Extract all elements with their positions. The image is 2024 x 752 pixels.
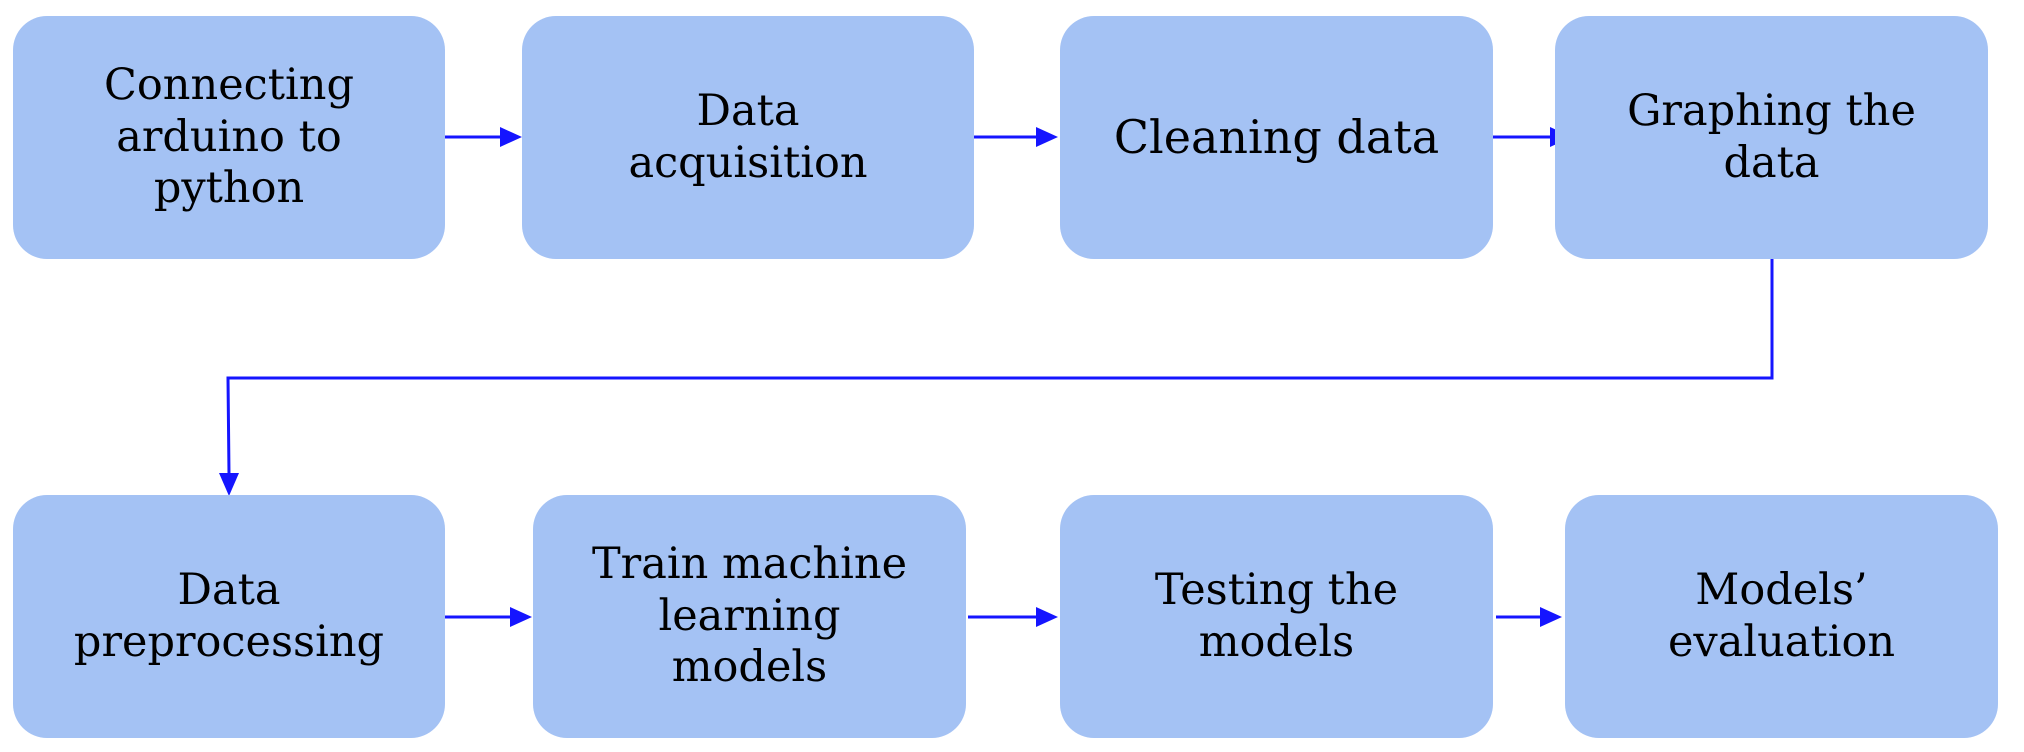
node-connecting-arduino: Connecting arduino to python: [13, 16, 445, 259]
node-label: Train machine learning models: [591, 539, 908, 693]
arrow-preprocessing-to-train: [444, 607, 532, 627]
node-label: Cleaning data: [1113, 109, 1440, 164]
arrow-testing-to-evaluation: [1496, 607, 1562, 627]
node-data-preprocessing: Data preprocessing: [13, 495, 445, 738]
node-label: Testing the models: [1154, 564, 1399, 667]
node-data-acquisition: Data acquisition: [522, 16, 974, 259]
node-label: Graphing the data: [1627, 85, 1916, 188]
node-label: Connecting arduino to python: [104, 60, 354, 214]
arrow-graphing-to-preprocessing: [219, 259, 1774, 496]
arrow-train-to-testing: [968, 607, 1058, 627]
node-label: Data acquisition: [628, 85, 868, 188]
arrow-connecting-to-acquisition: [444, 127, 522, 147]
node-cleaning-data: Cleaning data: [1060, 16, 1493, 259]
node-models-evaluation: Models’ evaluation: [1565, 495, 1998, 738]
node-label: Models’ evaluation: [1667, 564, 1896, 667]
node-train-models: Train machine learning models: [533, 495, 966, 738]
node-testing-models: Testing the models: [1060, 495, 1493, 738]
node-label: Data preprocessing: [73, 564, 385, 667]
arrow-acquisition-to-cleaning: [972, 127, 1058, 147]
node-graphing-data: Graphing the data: [1555, 16, 1988, 259]
